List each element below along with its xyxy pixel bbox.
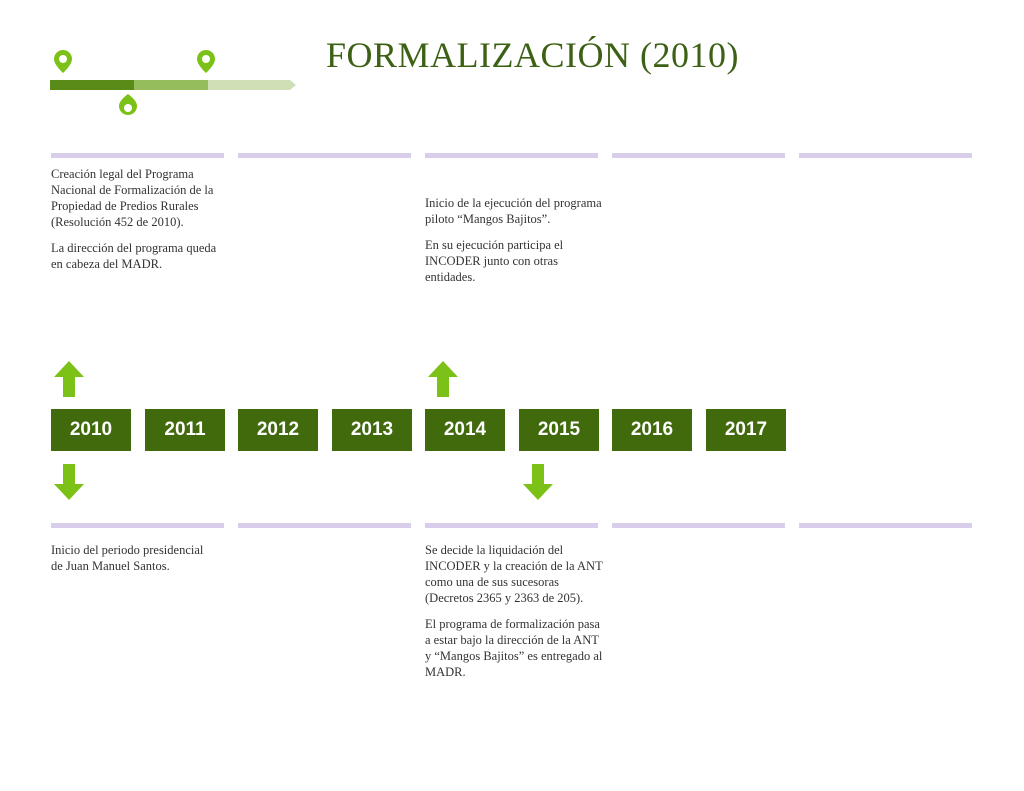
- progress-timeline-graphic: [50, 50, 296, 115]
- divider-line: [238, 153, 411, 158]
- divider-line: [425, 523, 598, 528]
- location-pin-icon: [119, 94, 137, 115]
- event-note-2010-top: Creación legal del Programa Nacional de …: [51, 167, 217, 271]
- year-box-2012: 2012: [238, 409, 318, 451]
- divider-line: [238, 523, 411, 528]
- divider-line: [612, 523, 785, 528]
- event-note-2010-bottom: Inicio del periodo presidencial de Juan …: [51, 543, 204, 573]
- divider-line: [799, 153, 972, 158]
- divider-line: [425, 153, 598, 158]
- divider-line: [51, 153, 224, 158]
- location-pin-icon: [197, 50, 215, 73]
- divider-line: [799, 523, 972, 528]
- location-pin-icon: [54, 50, 72, 73]
- year-box-2014: 2014: [425, 409, 505, 451]
- divider-line: [51, 523, 224, 528]
- year-box-2017: 2017: [706, 409, 786, 451]
- year-box-2015: 2015: [519, 409, 599, 451]
- arrow-down-icon: [523, 464, 553, 500]
- arrow-up-icon: [54, 361, 84, 397]
- divider-line: [612, 153, 785, 158]
- event-note-2014-top: Inicio de la ejecución del programa pilo…: [425, 196, 602, 284]
- year-box-2013: 2013: [332, 409, 412, 451]
- year-box-2010: 2010: [51, 409, 131, 451]
- arrow-up-icon: [428, 361, 458, 397]
- arrow-down-icon: [54, 464, 84, 500]
- event-note-2015-bottom: Se decide la liquidación del INCODER y l…: [425, 543, 603, 679]
- year-box-2011: 2011: [145, 409, 225, 451]
- year-box-2016: 2016: [612, 409, 692, 451]
- page-title: FORMALIZACIÓN (2010): [326, 35, 739, 75]
